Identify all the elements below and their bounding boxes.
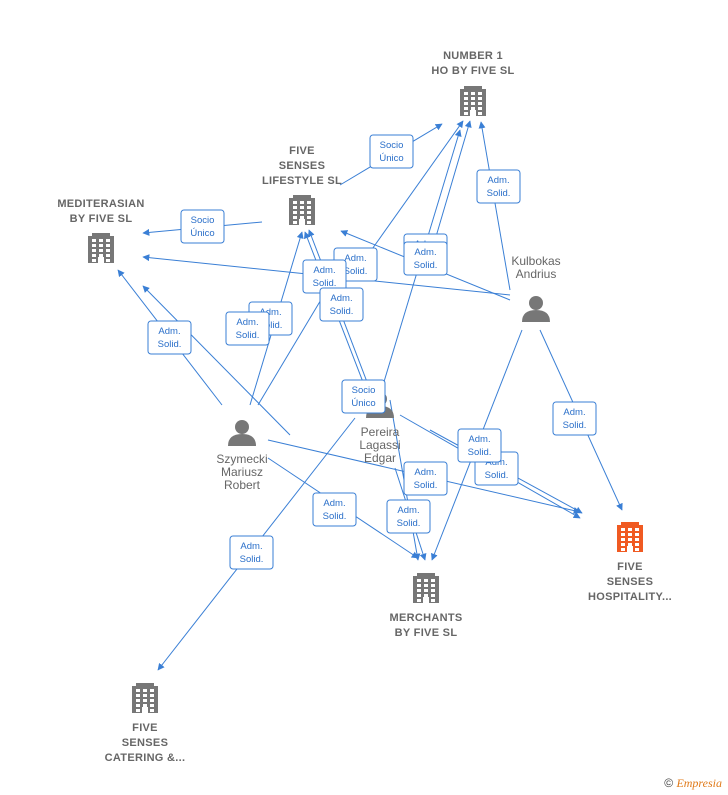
badge-text: Solid. xyxy=(397,518,421,529)
badge-text: Solid. xyxy=(158,339,182,350)
copyright-symbol: © xyxy=(664,776,674,790)
company-label: MEDITERASIAN xyxy=(57,198,144,210)
badge-text: Solid. xyxy=(330,306,354,317)
badge-text: Adm. xyxy=(236,317,258,328)
badge-text: Solid. xyxy=(468,447,492,458)
relation-badge[interactable]: Adm. Solid. xyxy=(147,320,192,355)
edge-line-2 xyxy=(478,121,511,291)
badge-text: Adm. xyxy=(330,293,352,304)
badge-text: Solid. xyxy=(487,188,511,199)
badge-text: Solid. xyxy=(344,266,368,277)
badge-text: Solid. xyxy=(240,554,264,565)
badge-text: Adm. xyxy=(158,326,180,337)
brand-logo-text[interactable]: Empresia xyxy=(676,776,722,790)
building-icon xyxy=(460,86,486,116)
company-label: HOSPITALITY... xyxy=(588,591,672,603)
building-icon xyxy=(413,573,439,603)
company-node-number1[interactable]: NUMBER 1 HO BY FIVE SL xyxy=(431,50,514,116)
building-icon xyxy=(132,683,158,713)
company-node-hospitality[interactable]: FIVE SENSES HOSPITALITY... xyxy=(588,522,672,603)
building-icon xyxy=(88,233,114,263)
badges-layer: SocioÚnicoSocioÚnicoAdm.Solid.Adm.Solid.… xyxy=(147,134,597,570)
company-label: SENSES xyxy=(122,737,168,749)
badge-text: Adm. xyxy=(414,467,436,478)
person-label: Pereira xyxy=(361,425,400,439)
badge-text: Socio xyxy=(380,140,404,151)
badge-text: Único xyxy=(351,398,375,409)
person-icon xyxy=(228,420,256,446)
relation-badge[interactable]: Adm. Solid. xyxy=(403,461,448,496)
relation-badge[interactable]: Adm. Solid. xyxy=(403,241,448,276)
person-icon xyxy=(522,296,550,322)
company-node-lifestyle[interactable]: FIVE SENSES LIFESTYLE SL xyxy=(262,145,342,225)
relation-badge[interactable]: Adm. Solid. xyxy=(302,259,347,294)
badge-text: Adm. xyxy=(468,434,490,445)
relation-badge[interactable]: Adm. Solid. xyxy=(552,401,597,436)
company-label: SENSES xyxy=(607,576,653,588)
company-label: MERCHANTS xyxy=(390,612,463,624)
badge-text: Adm. xyxy=(487,175,509,186)
edge-line-3 xyxy=(369,120,464,253)
building-icon xyxy=(289,195,315,225)
company-node-mediterasian[interactable]: MEDITERASIAN BY FIVE SL xyxy=(57,198,144,263)
copyright-footer: © Empresia xyxy=(664,776,722,791)
edge-line-4 xyxy=(434,120,472,241)
badge-text: Solid. xyxy=(313,278,337,289)
person-label: Robert xyxy=(224,478,261,492)
badge-text: Adm. xyxy=(313,265,335,276)
badge-text: Solid. xyxy=(414,260,438,271)
person-label: Kulbokas xyxy=(511,254,560,268)
person-label: Lagassi xyxy=(359,438,400,452)
badge-text: Adm. xyxy=(563,407,585,418)
badge-text: Adm. xyxy=(397,505,419,516)
badge-text: Adm. xyxy=(323,498,345,509)
badge-text: Solid. xyxy=(485,470,509,481)
relation-badge[interactable]: Adm. Solid. xyxy=(476,169,521,204)
company-label: FIVE xyxy=(289,145,315,157)
company-label: HO BY FIVE SL xyxy=(431,65,514,77)
badge-text: Adm. xyxy=(259,307,281,318)
nodes-layer: NUMBER 1 HO BY FIVE SL FIVE SENSES LIFESTYLE… xyxy=(57,50,672,764)
relation-badge[interactable]: Adm. Solid. xyxy=(312,492,357,527)
badge-text: Solid. xyxy=(323,511,347,522)
badge-text: Solid. xyxy=(259,320,283,331)
company-label: SENSES xyxy=(279,160,325,172)
edge-line-15 xyxy=(142,285,291,436)
badge-text: Solid. xyxy=(236,330,260,341)
badge-text: Socio xyxy=(352,385,376,396)
relation-badge[interactable]: Adm. Solid. xyxy=(457,428,502,463)
badge-text: Solid. xyxy=(563,420,587,431)
company-label: LIFESTYLE SL xyxy=(262,175,342,187)
relation-badge[interactable]: Adm. Solid. xyxy=(319,287,364,322)
relation-badge[interactable]: Adm. Solid. xyxy=(386,499,431,534)
person-label: Mariusz xyxy=(221,465,263,479)
person-label: Edgar xyxy=(364,451,396,465)
badge-text: Adm. xyxy=(344,253,366,264)
badge-text: Adm. xyxy=(414,247,436,258)
company-label: BY FIVE SL xyxy=(70,213,133,225)
company-label: FIVE xyxy=(132,722,158,734)
company-label: BY FIVE SL xyxy=(395,627,458,639)
badge-text: Adm. xyxy=(240,541,262,552)
company-label: NUMBER 1 xyxy=(443,50,503,62)
relation-badge[interactable]: Adm. Solid. xyxy=(225,311,270,346)
badge-text: Único xyxy=(379,153,403,164)
badge-text: Socio xyxy=(191,215,215,226)
person-label: Szymecki xyxy=(216,452,267,466)
relation-badge[interactable]: Adm. Solid. xyxy=(229,535,274,570)
badge-text: Único xyxy=(190,228,214,239)
person-label: Andrius xyxy=(516,267,557,281)
building-icon xyxy=(617,522,643,552)
badge-text: Solid. xyxy=(414,480,438,491)
company-label: FIVE xyxy=(617,561,643,573)
company-node-catering[interactable]: FIVE SENSES CATERING &... xyxy=(105,683,186,764)
company-label: CATERING &... xyxy=(105,752,186,764)
company-node-merchants[interactable]: MERCHANTS BY FIVE SL xyxy=(390,573,463,639)
